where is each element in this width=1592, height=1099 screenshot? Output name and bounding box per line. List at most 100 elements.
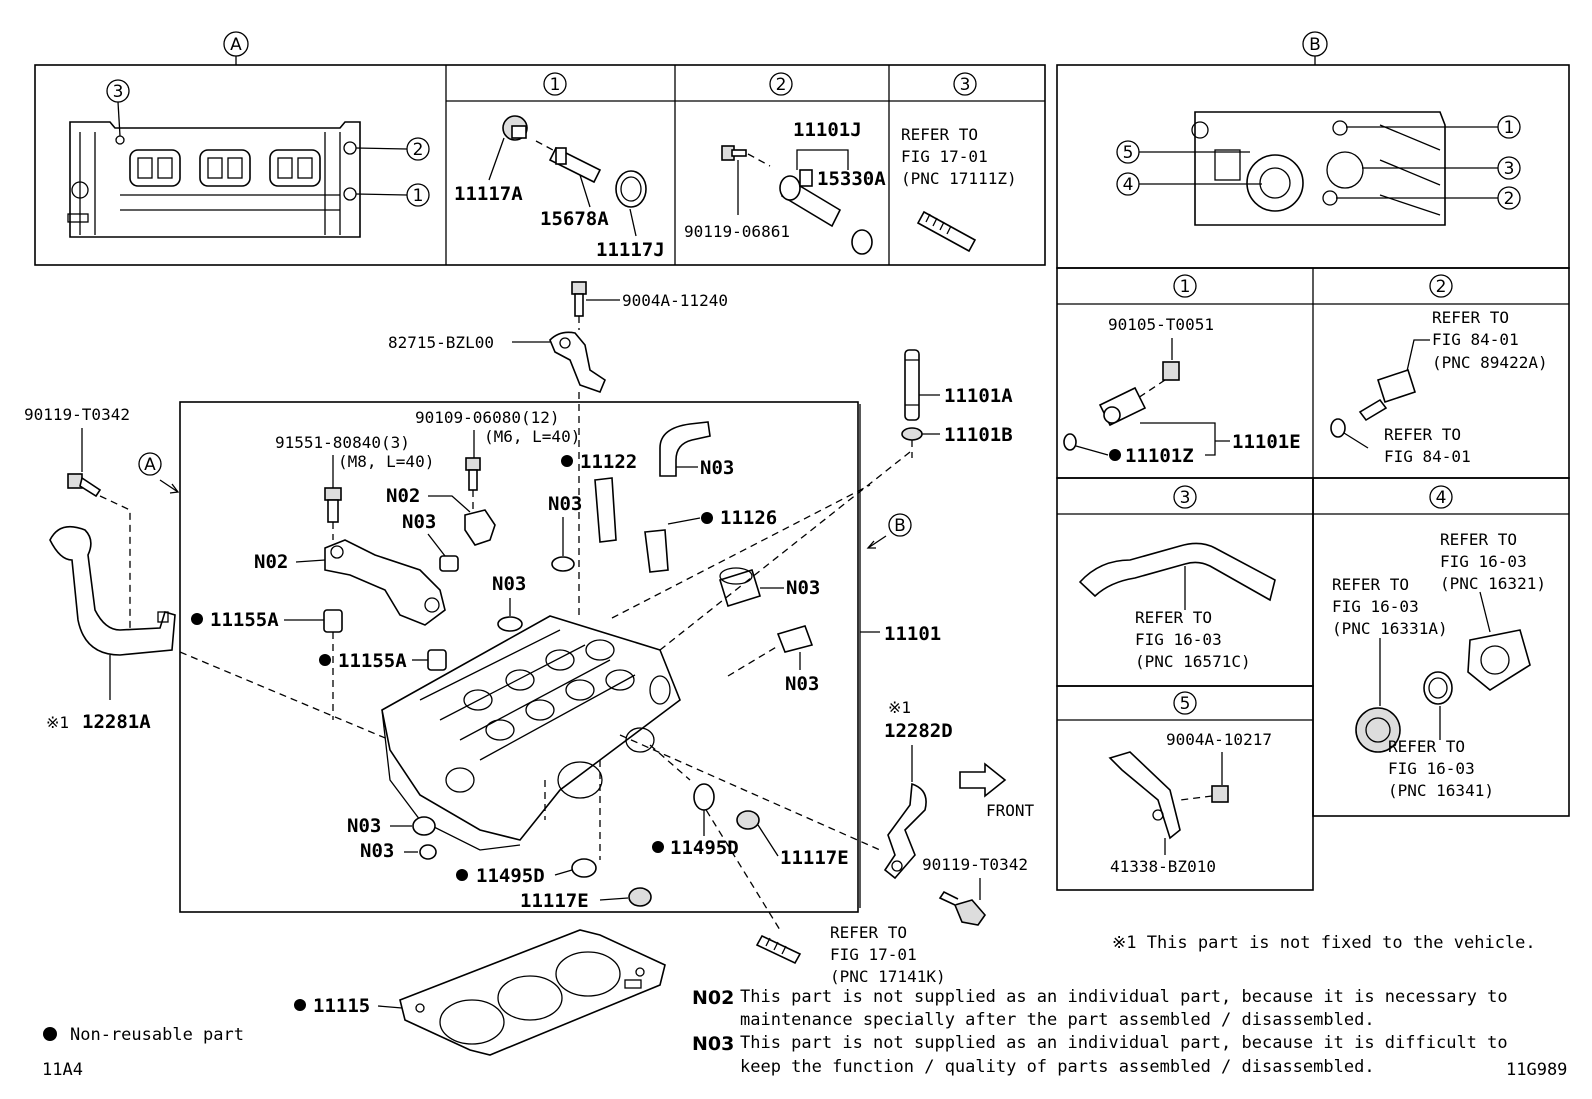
oring-11495d-2 — [571, 858, 597, 878]
b3-refer-line3: (PNC 16571C) — [1135, 652, 1251, 671]
part-11101a: 11101A — [944, 385, 1013, 407]
legend-dot — [43, 1027, 57, 1041]
asterisk-12281a: ※1 — [46, 713, 69, 732]
svg-text:4: 4 — [1123, 175, 1134, 195]
b4-refer-c2: FIG 16-03 — [1388, 759, 1475, 778]
front-label: FRONT — [986, 801, 1035, 820]
seal-n03-e — [419, 844, 437, 860]
part-11155a-2: 11155A — [338, 650, 407, 672]
part-15678a: 15678A — [540, 208, 609, 230]
head-gasket-11115 — [399, 929, 666, 1056]
part-11117e-1: 11117E — [780, 847, 849, 869]
a-callout-3: 3 — [106, 79, 130, 137]
nonreusable-dot-11101z — [1109, 449, 1121, 461]
b5-bracket-drawing — [1108, 751, 1229, 840]
svg-text:B: B — [894, 516, 906, 536]
bracket-12281a — [49, 525, 176, 656]
b3-refer-line2: FIG 16-03 — [1135, 630, 1222, 649]
footnote: ※1 This part is not fixed to the vehicle… — [1112, 933, 1536, 953]
b-sub-2-key: 2 — [1429, 274, 1453, 298]
stud-11101a — [904, 349, 920, 421]
part-11101e: 11101E — [1232, 431, 1301, 453]
b4-refer-a1: REFER TO — [1440, 530, 1517, 549]
label-n03-d: N03 — [347, 815, 381, 837]
part-90119-06861: 90119-06861 — [684, 222, 790, 241]
b-sub-1-key: 1 — [1173, 274, 1197, 298]
plug-n03-a — [439, 555, 459, 572]
b4-refer-b2: FIG 16-03 — [1332, 597, 1419, 616]
nonreusable-dot-11155a-2 — [319, 654, 331, 666]
b3-hose-drawing — [1078, 542, 1276, 602]
a-sub-3-key: 3 — [953, 72, 977, 96]
bracket-82715-bzl00 — [549, 331, 606, 394]
fitting-n03-small — [776, 625, 814, 653]
b-callout-4: 4 — [1116, 172, 1262, 196]
part-11115: 11115 — [313, 995, 370, 1017]
note-n03-key: N03 — [692, 1033, 734, 1055]
label-n03-elbow: N03 — [700, 457, 734, 479]
svg-text:1: 1 — [1180, 277, 1191, 297]
bracket-12282d — [883, 782, 927, 880]
svg-text:3: 3 — [960, 75, 971, 95]
washer-11101b — [901, 427, 923, 441]
svg-text:1: 1 — [413, 186, 424, 206]
part-11117j: 11117J — [596, 239, 665, 261]
part-91551-sub: (M8, L=40) — [338, 452, 434, 471]
b-callout-5: 5 — [1116, 140, 1250, 164]
svg-text:2: 2 — [413, 140, 424, 160]
nonreusable-dot-11495d-1 — [652, 841, 664, 853]
section-a-frame — [34, 64, 1046, 266]
b-sub-5-key: 5 — [1173, 691, 1197, 715]
svg-text:5: 5 — [1180, 694, 1191, 714]
part-41338-bz010: 41338-BZ010 — [1110, 857, 1216, 876]
b-callout-3: 3 — [1362, 156, 1521, 180]
main-refer-line2: FIG 17-01 — [830, 945, 917, 964]
main-assembly-frame — [179, 401, 859, 913]
view-a-marker: A — [138, 452, 180, 494]
part-11495d-1: 11495D — [670, 837, 739, 859]
nonreusable-dot-11155a-1 — [191, 613, 203, 625]
note-n02-line2: maintenance specially after the part ass… — [740, 1010, 1375, 1030]
label-n03-a: N03 — [402, 511, 436, 533]
svg-text:A: A — [144, 455, 156, 475]
cam-bracket-n02-small — [464, 509, 496, 546]
svg-text:3: 3 — [1504, 159, 1515, 179]
b4-refer-a3: (PNC 16321) — [1440, 574, 1546, 593]
tube-11122 — [594, 477, 617, 543]
svg-text:2: 2 — [776, 75, 787, 95]
label-n03-b: N03 — [548, 493, 582, 515]
section-a-key: A — [223, 31, 249, 65]
a-callout-2: 2 — [355, 137, 430, 161]
part-90119-t0342-right: 90119-T0342 — [922, 855, 1028, 874]
a-sub-2-key: 2 — [769, 72, 793, 96]
dowel-11155a-2 — [427, 649, 447, 671]
label-n03-small: N03 — [785, 673, 819, 695]
part-90109-sub: (M6, L=40) — [484, 427, 580, 446]
note-n02-key: N02 — [692, 987, 734, 1009]
a2-parts-drawing — [721, 145, 873, 255]
b4-refer-c3: (PNC 16341) — [1388, 781, 1494, 800]
svg-text:2: 2 — [1436, 277, 1447, 297]
nonreusable-dot-11495d-2 — [456, 869, 468, 881]
nonreusable-dot-11115 — [294, 999, 306, 1011]
note-n02-line1: This part is not supplied as an individu… — [740, 987, 1508, 1007]
part-11101z: 11101Z — [1125, 445, 1194, 467]
bolt-90119-t0342-right — [938, 890, 987, 926]
part-90119-t0342-left: 90119-T0342 — [24, 405, 130, 424]
a1-parts-drawing — [502, 115, 647, 208]
a3-refer-line3: (PNC 17111Z) — [901, 169, 1017, 188]
b4-refer-b3: (PNC 16331A) — [1332, 619, 1448, 638]
stud-refer-17141k — [755, 934, 802, 965]
b-callout-2: 2 — [1336, 186, 1521, 210]
label-n02-left: N02 — [254, 551, 288, 573]
code-left: 11A4 — [42, 1060, 83, 1080]
a3-refer-line2: FIG 17-01 — [901, 147, 988, 166]
plug-11117e-2 — [628, 887, 652, 907]
b2-refer-line4: REFER TO — [1384, 425, 1461, 444]
b3-refer-line1: REFER TO — [1135, 608, 1212, 627]
tube-11126 — [644, 529, 669, 573]
label-n02-top: N02 — [386, 485, 420, 507]
part-82715-bzl00: 82715-BZL00 — [388, 333, 494, 352]
b4-thermostat-drawing — [1355, 629, 1531, 753]
seal-n03-d — [412, 816, 436, 836]
